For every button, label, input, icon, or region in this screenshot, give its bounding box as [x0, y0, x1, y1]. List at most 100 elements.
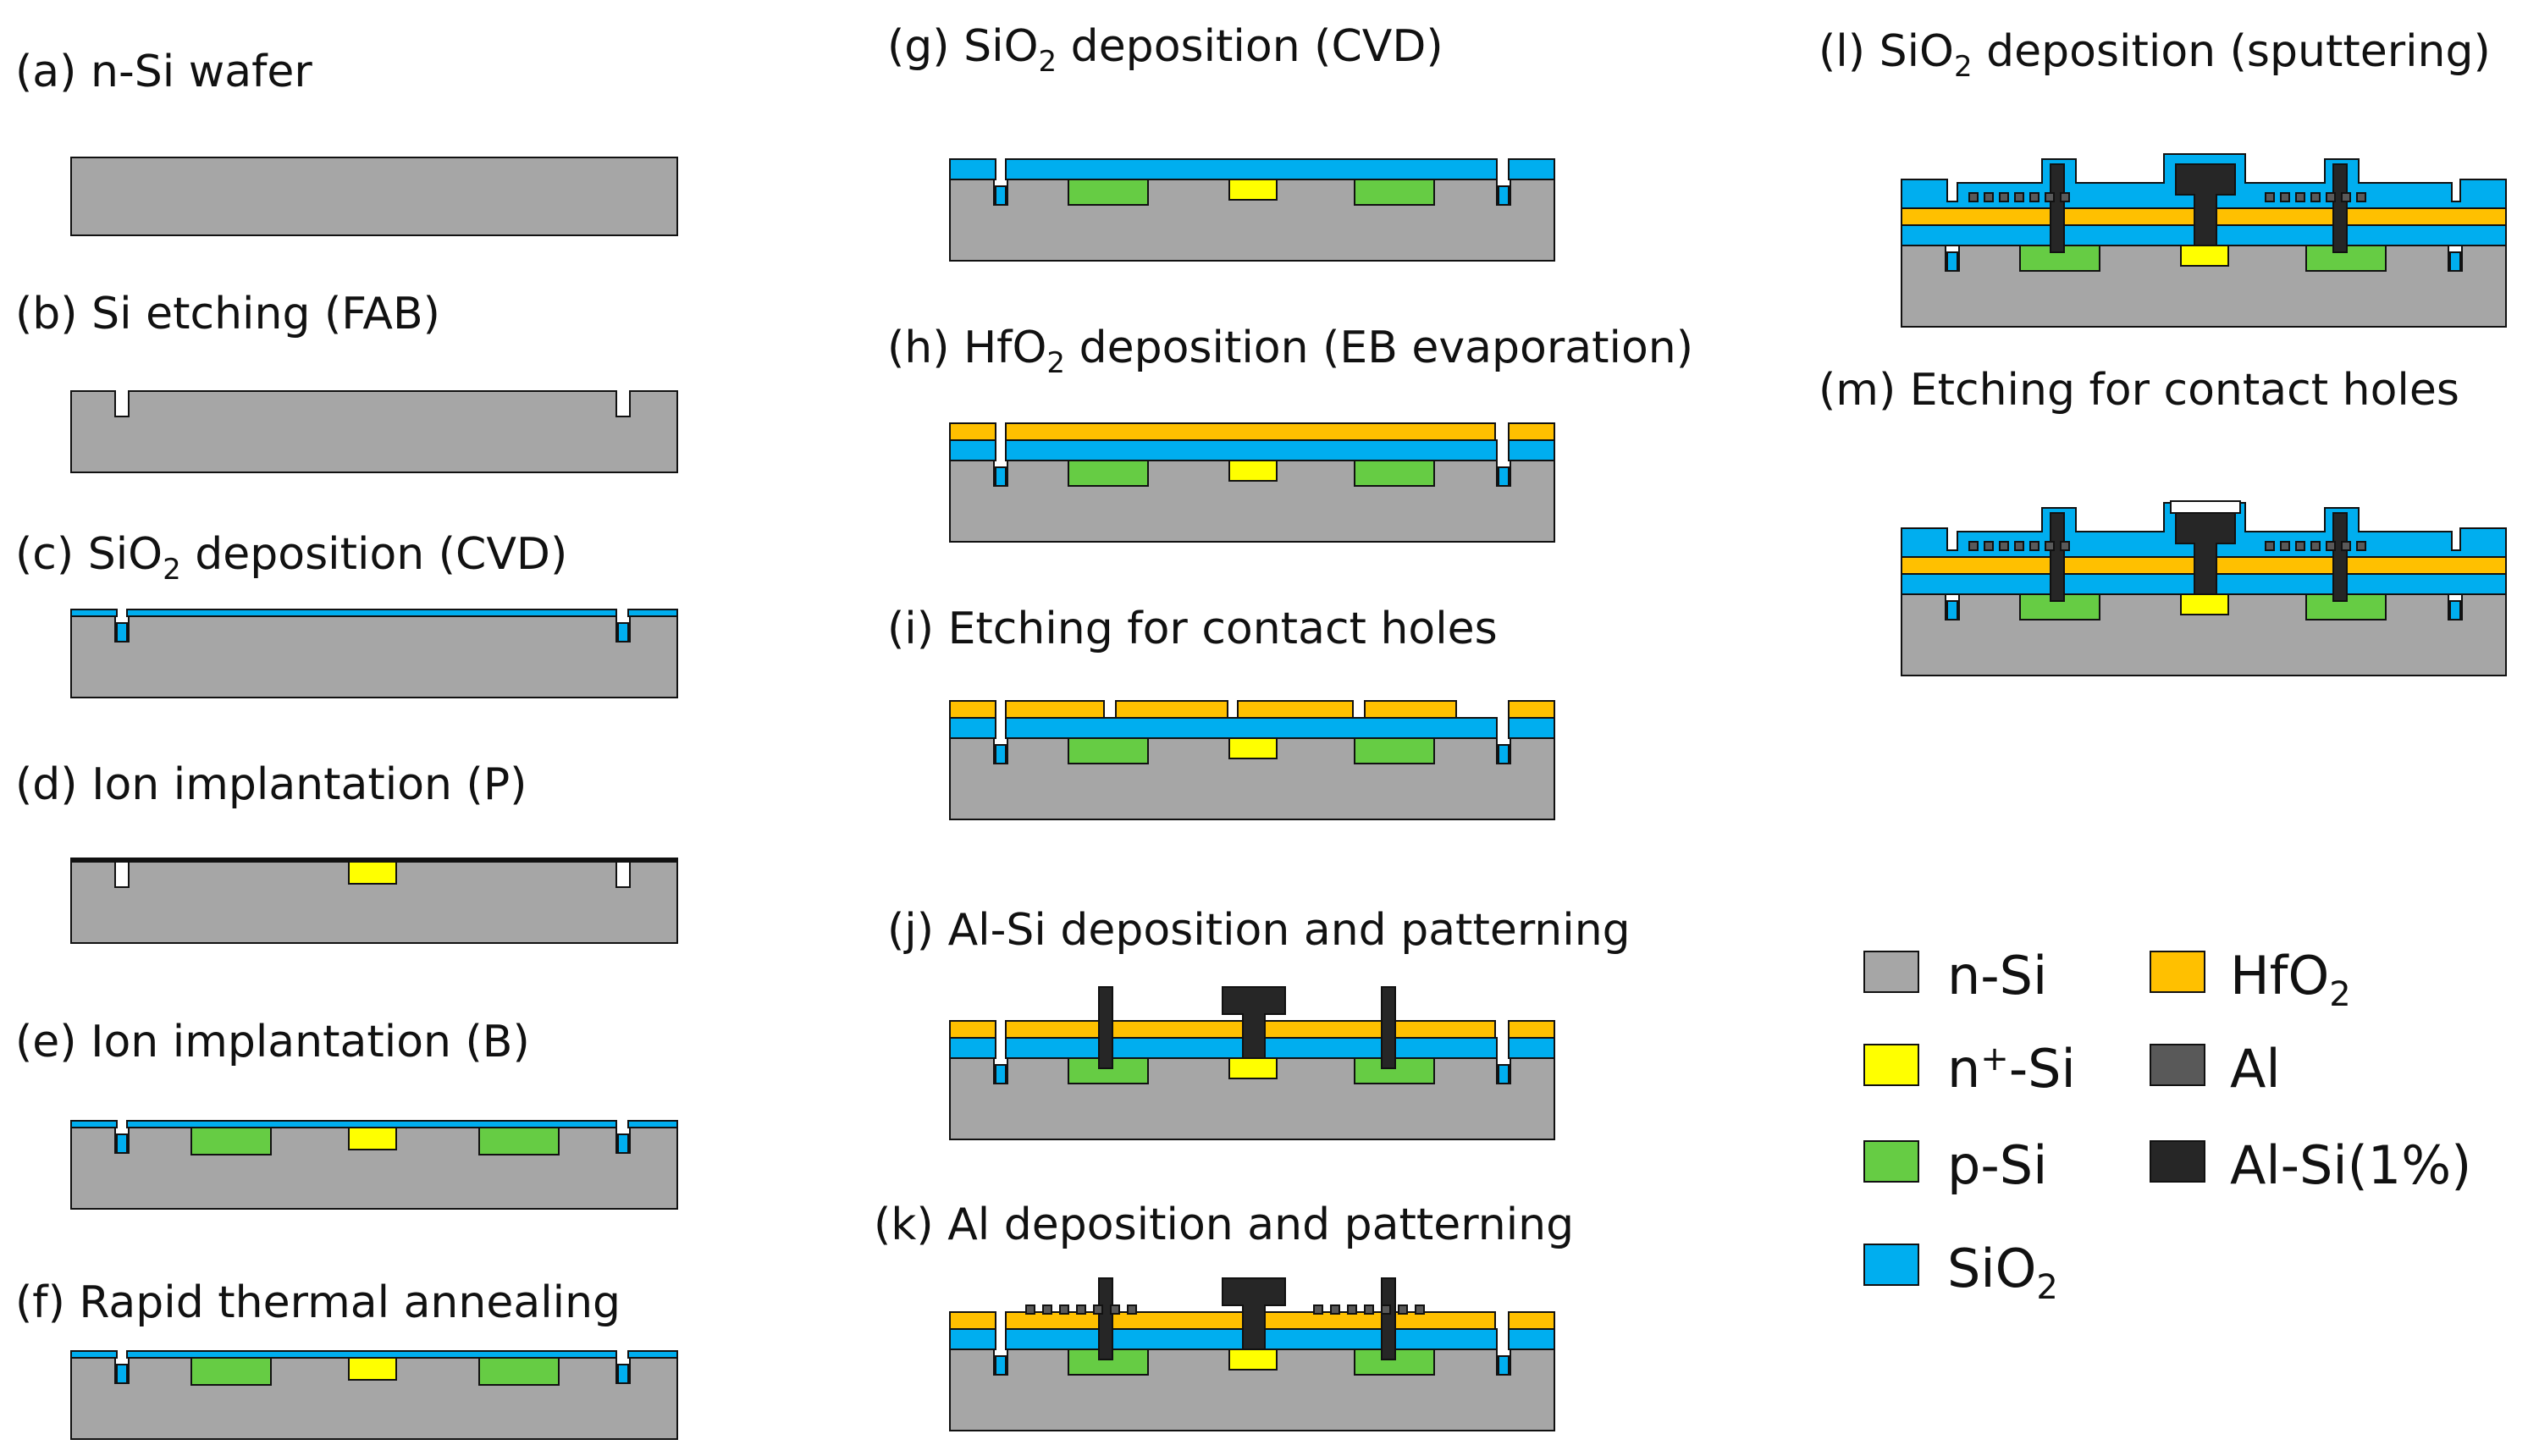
legend-swatch-al: [2150, 1044, 2205, 1086]
diagram-step-e: [70, 1120, 678, 1210]
step-h-caption: (h) HfO2 deposition (EB evaporation): [887, 323, 1693, 380]
al-pattern: [2310, 192, 2321, 202]
n-plus-si-region: [1228, 737, 1278, 759]
al-pattern: [2326, 541, 2336, 551]
diagram-step-d: [70, 858, 678, 944]
diagram-step-f: [70, 1350, 678, 1440]
step-c-caption: (c) SiO2 deposition (CVD): [15, 529, 567, 587]
sio2-layer: [1005, 439, 1498, 461]
al-pattern: [1127, 1304, 1137, 1315]
al-pattern: [2014, 541, 2024, 551]
n-plus-si-region: [1228, 179, 1278, 201]
al-si-contact: [1381, 986, 1396, 1069]
hfo2-layer: [949, 1020, 996, 1039]
legend-swatch-n-plus-si: [1863, 1044, 1919, 1086]
al-pattern: [1330, 1304, 1340, 1315]
legend: n-Si n+-Si p-Si SiO2 HfO2 Al Al-Si(1%): [1863, 945, 2471, 1307]
trench-sio2-fill: [995, 1064, 1007, 1084]
legend-swatch-p-si: [1863, 1140, 1919, 1183]
sio2-layer: [1005, 158, 1498, 180]
diagram-step-h: [949, 422, 1555, 543]
p-si-well: [1354, 179, 1435, 206]
al-pattern: [2029, 541, 2040, 551]
diagram-step-b: [70, 390, 678, 473]
p-si-well: [1068, 737, 1149, 764]
al-pattern: [1381, 1304, 1391, 1315]
p-si-well: [478, 1127, 560, 1155]
n-si-substrate: [70, 861, 678, 944]
al-pattern: [2326, 192, 2336, 202]
al-pattern: [1025, 1304, 1035, 1315]
sio2-layer: [1508, 1328, 1555, 1350]
al-pattern: [1110, 1304, 1120, 1315]
step-l-caption: (l) SiO2 deposition (sputtering): [1819, 26, 2491, 84]
step-b-caption: (b) Si etching (FAB): [15, 289, 440, 339]
trench-sio2-fill: [1498, 1064, 1510, 1084]
diagram-step-a: [70, 157, 678, 236]
step-m-caption: (m) Etching for contact holes: [1819, 365, 2459, 416]
diagram-step-j: [949, 986, 1555, 1140]
n-plus-si-region: [348, 861, 397, 885]
trench-sio2-fill: [617, 1364, 629, 1384]
al-pattern: [2295, 192, 2305, 202]
sio2-layer: [1005, 717, 1498, 739]
legend-swatch-sio2: [1863, 1244, 1919, 1286]
al-pattern: [2310, 541, 2321, 551]
p-si-well: [1354, 737, 1435, 764]
hfo2-layer: [949, 700, 996, 719]
diagram-step-m: [1901, 500, 2507, 676]
al-si-contact: [2050, 163, 2065, 253]
trench-sio2-fill: [1498, 744, 1510, 764]
n-plus-si-region: [348, 1127, 397, 1150]
trench-sio2-fill: [995, 744, 1007, 764]
sio2-film: [70, 1120, 118, 1128]
al-si-contact: [2050, 512, 2065, 602]
step-e-caption: (e) Ion implantation (B): [15, 1017, 530, 1067]
sio2-layer: [1508, 1037, 1555, 1059]
legend-item-n-si: n-Si: [1863, 945, 2047, 1007]
n-plus-si-region: [348, 1357, 397, 1381]
hfo2-layer: [1237, 700, 1354, 719]
legend-item-sio2: SiO2: [1863, 1238, 2058, 1307]
al-pattern: [1398, 1304, 1408, 1315]
al-pattern: [2265, 541, 2275, 551]
trench-sio2-fill: [116, 1133, 128, 1154]
diagram-step-g: [949, 158, 1555, 262]
legend-label-al: Al: [2230, 1038, 2281, 1100]
trench-sio2-fill: [1946, 600, 1958, 620]
legend-label-sio2: SiO2: [1947, 1238, 2058, 1307]
al-pattern: [2014, 192, 2024, 202]
hfo2-layer: [1005, 422, 1496, 441]
al-si-pad: [1222, 1277, 1286, 1350]
legend-label-p-si: p-Si: [1947, 1134, 2047, 1196]
al-si-contact: [2332, 163, 2348, 253]
step-k-caption: (k) Al deposition and patterning: [874, 1200, 1574, 1250]
diagram-step-k: [949, 1277, 1555, 1431]
hfo2-layer: [1005, 700, 1105, 719]
hfo2-layer: [1508, 1311, 1555, 1330]
p-si-well: [1068, 460, 1149, 487]
al-pattern: [2356, 192, 2366, 202]
contact-hole-opening: [2170, 500, 2241, 514]
hfo2-layer: [1115, 700, 1228, 719]
sio2-film: [126, 1350, 617, 1359]
trench-sio2-fill: [116, 1364, 128, 1384]
trench-sio2-fill: [1498, 185, 1510, 206]
al-pattern: [2045, 192, 2055, 202]
p-si-well: [1354, 460, 1435, 487]
trench-sio2-fill: [1946, 251, 1958, 272]
al-si-contact: [2332, 512, 2348, 602]
diagram-step-i: [949, 700, 1555, 820]
legend-label-al-si: Al-Si(1%): [2230, 1134, 2471, 1196]
n-plus-si-region: [2180, 245, 2229, 267]
al-si-contact: [1098, 1277, 1113, 1360]
al-pattern: [1042, 1304, 1052, 1315]
al-pattern: [2295, 541, 2305, 551]
al-pattern: [1059, 1304, 1069, 1315]
al-pattern: [2356, 541, 2366, 551]
p-si-well: [1068, 179, 1149, 206]
trench-sio2-fill: [116, 622, 128, 643]
p-si-well: [478, 1357, 560, 1386]
al-pattern: [2280, 541, 2290, 551]
